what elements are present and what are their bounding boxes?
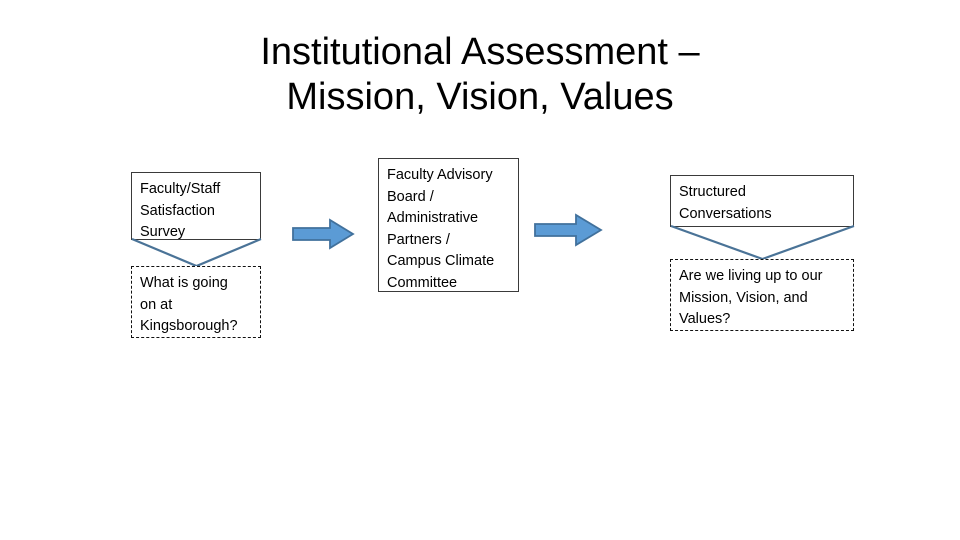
question-box-kingsborough-label: What is going on at Kingsborough? [140,275,238,334]
page-title-line-1: Institutional Assessment – [260,31,700,73]
connector-v-bracket-stage-3 [670,224,855,261]
process-box-structured-conversations[interactable]: Structured Conversations [670,175,854,227]
arrow-stage2-to-stage3-icon [534,213,603,247]
arrow-stage2-to-stage3-shape [534,213,603,247]
page-title: Institutional Assessment – Mission, Visi… [60,30,900,120]
process-box-advisory-committee[interactable]: Faculty Advisory Board / Administrative … [378,158,519,292]
arrow-stage1-to-stage2-icon [292,218,355,250]
process-box-advisory-committee-label: Faculty Advisory Board / Administrative … [387,167,495,291]
connector-v-bracket-stage-3-line [670,224,855,261]
process-box-structured-conversations-label: Structured Conversations [679,184,772,222]
connector-v-bracket-stage-1 [131,237,262,268]
question-box-mission-vision-values-label: Are we living up to our Mission, Vision,… [679,268,823,327]
connector-v-bracket-stage-1-line [131,237,262,268]
process-box-faculty-staff-survey-label: Faculty/Staff Satisfaction Survey [140,181,221,240]
arrow-stage1-to-stage2-shape [292,218,355,250]
question-box-kingsborough[interactable]: What is going on at Kingsborough? [131,266,261,338]
page-title-line-2: Mission, Vision, Values [286,76,674,118]
process-box-faculty-staff-survey[interactable]: Faculty/Staff Satisfaction Survey [131,172,261,240]
question-box-mission-vision-values[interactable]: Are we living up to our Mission, Vision,… [670,259,854,331]
